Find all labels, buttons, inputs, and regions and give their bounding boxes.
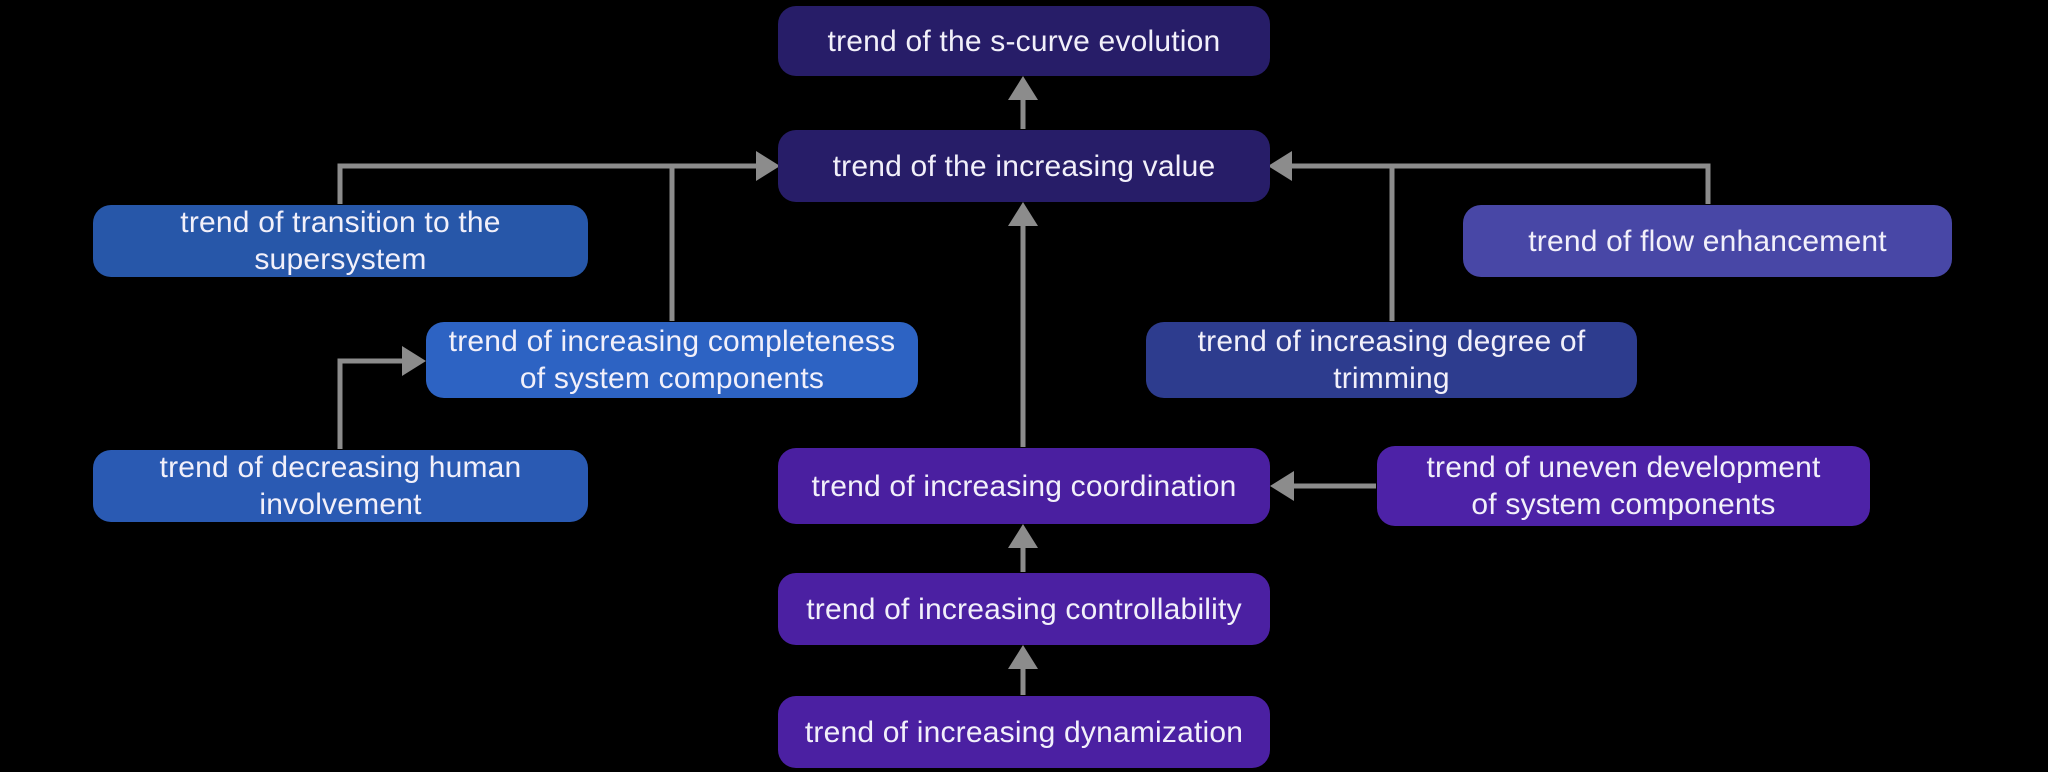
node-flow-enhancement: trend of flow enhancement	[1463, 205, 1952, 277]
arrow-head-icon	[1270, 471, 1294, 501]
node-increasing-dynamization: trend of increasing dynamization	[778, 696, 1270, 768]
node-decreasing-human: trend of decreasing human involvement	[93, 450, 588, 522]
node-label: trend of the s-curve evolution	[827, 24, 1221, 58]
arrow-head-icon	[1008, 202, 1038, 226]
arrow-head-icon	[756, 151, 780, 181]
node-uneven-development: trend of uneven development of system co…	[1377, 446, 1870, 526]
edge-line-flow-enhancement-to-increasing-value	[1292, 163, 1711, 204]
arrow-head-icon	[1268, 151, 1292, 181]
node-label: trend of flow enhancement	[1528, 224, 1887, 258]
node-degree-of-trimming: trend of increasing degree of trimming	[1146, 322, 1637, 398]
node-increasing-controllability: trend of increasing controllability	[778, 573, 1270, 645]
node-label: trend of decreasing human involvement	[159, 451, 522, 521]
node-label: trend of transition to the supersystem	[180, 206, 501, 276]
node-increasing-value: trend of the increasing value	[778, 130, 1270, 202]
node-s-curve-evolution: trend of the s-curve evolution	[778, 6, 1270, 76]
node-transition-supersystem: trend of transition to the supersystem	[93, 205, 588, 277]
node-label: trend of the increasing value	[832, 149, 1216, 183]
arrow-head-icon	[1008, 524, 1038, 548]
arrow-head-icon	[1008, 645, 1038, 669]
arrow-head-icon	[1008, 76, 1038, 100]
arrow-head-icon	[402, 346, 426, 376]
node-label: trend of increasing completeness of syst…	[448, 325, 896, 395]
node-label: trend of increasing degree of trimming	[1197, 325, 1586, 395]
edge-line-transition-supersystem-to-increasing-value	[337, 163, 756, 204]
node-label: trend of increasing dynamization	[804, 715, 1244, 749]
node-increasing-completeness: trend of increasing completeness of syst…	[426, 322, 918, 398]
node-increasing-coordination: trend of increasing coordination	[778, 448, 1270, 524]
node-label: trend of increasing coordination	[811, 469, 1237, 503]
node-label: trend of increasing controllability	[806, 592, 1242, 626]
edge-line-decreasing-human-to-increasing-completeness	[337, 358, 402, 449]
node-label: trend of uneven development of system co…	[1426, 451, 1821, 521]
